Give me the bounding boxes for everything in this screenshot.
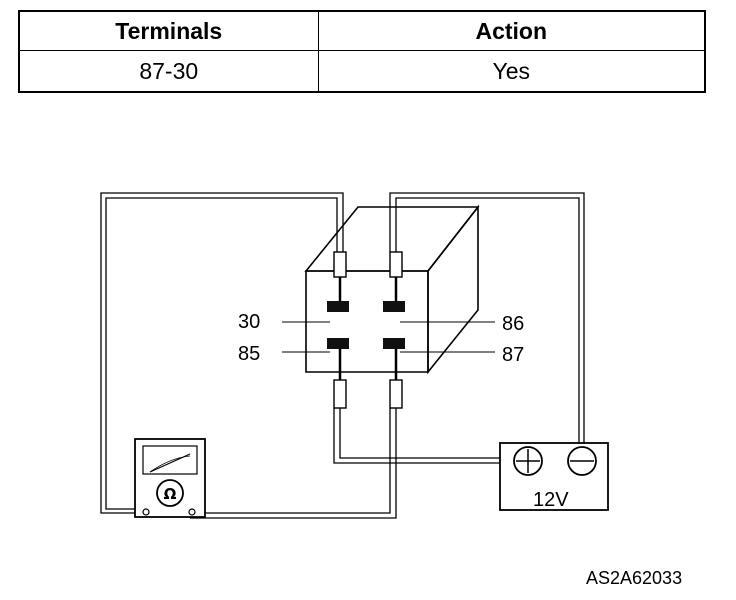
ohmmeter-dial — [156, 479, 184, 507]
bottom-probe-pins — [338, 349, 398, 380]
figure-code: AS2A62033 — [586, 568, 683, 588]
ohmmeter-display — [142, 445, 198, 475]
meter-lead-left — [142, 508, 150, 516]
header-action: Action — [317, 10, 706, 51]
ohm-symbol: Ω — [164, 485, 177, 503]
probe-87 — [389, 379, 403, 409]
relay-box — [304, 204, 480, 375]
table-row: 87-30 Yes — [18, 50, 706, 93]
wire-86-to-negative-inner — [395, 197, 580, 450]
top-probes — [333, 251, 403, 278]
label-30: 30 — [238, 311, 260, 333]
table-header-row: Terminals Action — [18, 10, 706, 51]
label-86: 86 — [502, 313, 524, 335]
terminal-86-pad — [383, 301, 405, 312]
relay-terminals — [327, 301, 405, 349]
wire-85-to-positive-inner — [339, 408, 513, 459]
wire-87-to-meter-outer — [190, 408, 397, 519]
probe-30 — [333, 251, 347, 278]
terminal-87-pad — [383, 338, 405, 349]
wire-86-to-negative-outer — [389, 192, 585, 450]
bottom-probes — [333, 379, 403, 409]
terminal-action-table: Terminals Action 87-30 Yes — [18, 10, 706, 93]
top-probe-pins — [338, 277, 398, 302]
cell-action: Yes — [317, 50, 706, 93]
probe-85 — [333, 379, 347, 409]
wires — [100, 192, 585, 519]
label-87: 87 — [502, 344, 524, 366]
label-leaders — [282, 321, 495, 353]
wire-meter-to-30-inner — [105, 197, 338, 510]
wire-85-to-positive-outer — [333, 408, 513, 464]
battery: 12V — [499, 442, 609, 511]
terminal-85-pad — [327, 338, 349, 349]
terminal-30-pad — [327, 301, 349, 312]
wire-meter-to-30-outer — [100, 192, 344, 514]
cell-terminals: 87-30 — [18, 50, 319, 93]
wire-87-to-meter-inner — [190, 408, 391, 514]
battery-voltage-label: 12V — [533, 489, 569, 511]
probe-86 — [389, 251, 403, 278]
meter-lead-right — [188, 508, 196, 516]
label-85: 85 — [238, 343, 260, 365]
ohmmeter: Ω — [134, 438, 206, 518]
